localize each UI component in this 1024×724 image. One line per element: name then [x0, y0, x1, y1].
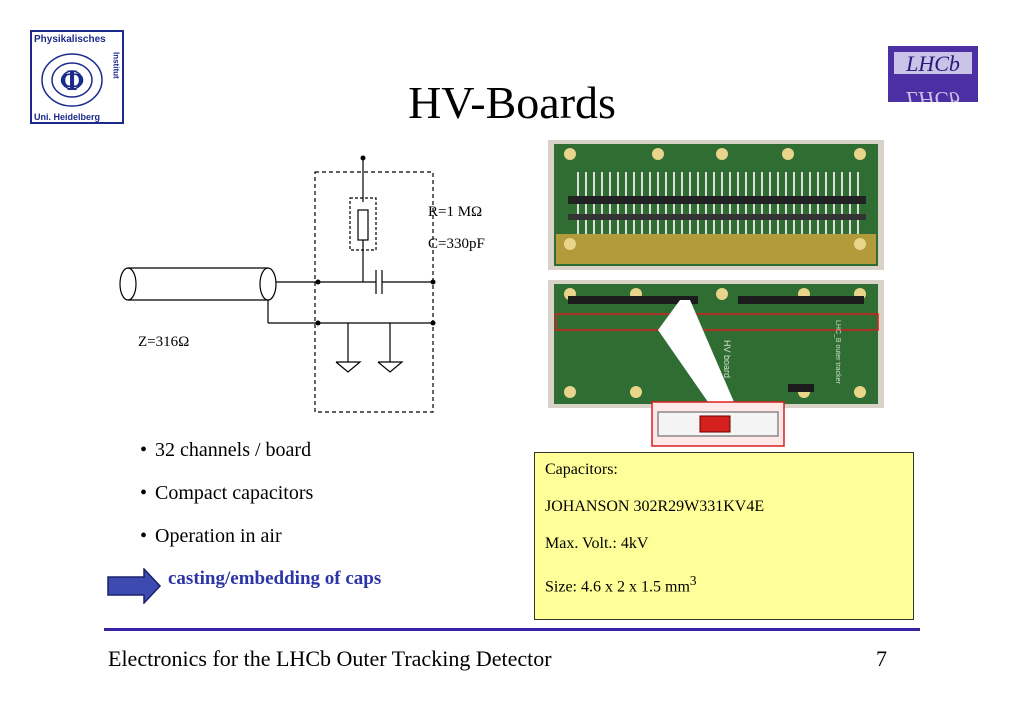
impedance-label: Z=316Ω — [138, 334, 189, 350]
arrow-conclusion: casting/embedding of caps — [168, 568, 382, 589]
physikalisches-institut-logo: Physikalisches Uni. Heidelberg Φ Institu… — [30, 30, 124, 124]
capacitor-zoom-callout — [651, 300, 785, 447]
info-line: JOHANSON 302R29W331KV4E — [545, 498, 765, 515]
info-line: Max. Volt.: 4kV — [545, 535, 649, 552]
list-item: 32 channels / board — [140, 436, 313, 479]
lhcb-logo: LHCb LHCb — [888, 46, 978, 102]
page-number: 7 — [876, 646, 887, 671]
slide-title: HV-Boards — [408, 77, 616, 128]
capacitor-info-box: Capacitors: JOHANSON 302R29W331KV4E Max.… — [534, 452, 914, 620]
svg-text:Φ: Φ — [60, 64, 85, 97]
circuit-diagram: R=1 MΩ C=330pF Z=316Ω — [119, 155, 485, 413]
svg-text:LHCb: LHCb — [905, 87, 960, 102]
footer-divider — [104, 628, 920, 631]
info-line: Size: 4.6 x 2 x 1.5 mm3 — [545, 573, 697, 596]
pcb-photo-top — [548, 140, 884, 270]
info-line: Capacitors: — [545, 461, 618, 478]
footer-title: Electronics for the LHCb Outer Tracking … — [108, 646, 552, 671]
svg-text:LHCb: LHCb — [905, 51, 960, 76]
svg-text:LHC_B outer tracker: LHC_B outer tracker — [834, 320, 841, 384]
svg-text:Uni. Heidelberg: Uni. Heidelberg — [34, 112, 100, 122]
svg-text:Institut: Institut — [112, 52, 121, 79]
capacitor-label: C=330pF — [428, 236, 485, 252]
resistor-label: R=1 MΩ — [428, 204, 482, 220]
list-item: Compact capacitors — [140, 479, 313, 522]
feature-list: 32 channels / board Compact capacitors O… — [140, 436, 313, 565]
svg-text:HV board: HV board — [722, 340, 732, 378]
arrow-right-icon — [107, 568, 162, 604]
list-item: Operation in air — [140, 522, 313, 565]
svg-text:Physikalisches: Physikalisches — [34, 34, 106, 45]
